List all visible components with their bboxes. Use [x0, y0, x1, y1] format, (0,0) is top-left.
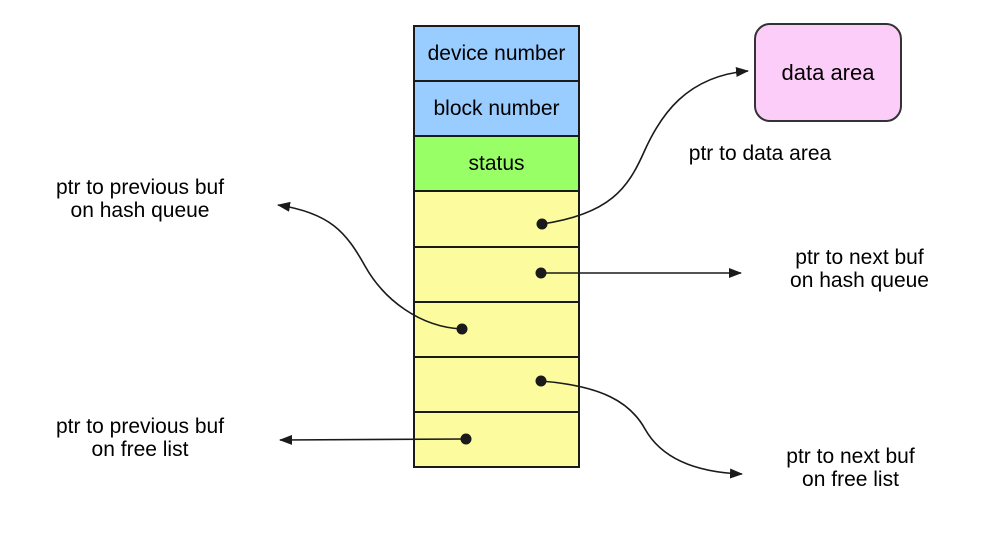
label-ptr-next-hash-queue: ptr to next buf on hash queue: [752, 246, 967, 292]
label-line: on hash queue: [790, 269, 929, 292]
label-ptr-prev-free-list: ptr to previous buf on free list: [28, 415, 252, 461]
cell-ptr-slot-1: [415, 190, 578, 246]
cell-device-number: device number: [415, 27, 578, 81]
label-line: on hash queue: [70, 199, 210, 222]
label-line: ptr to previous buf: [55, 415, 225, 438]
label-ptr-prev-hash-queue: ptr to previous buf on hash queue: [28, 176, 252, 222]
data-area-label: data area: [781, 59, 875, 85]
cell-device-number-label: device number: [427, 41, 566, 65]
buffer-header-table: device number block number status: [413, 25, 580, 468]
data-area-box: data area: [754, 23, 902, 122]
label-line: on free list: [91, 438, 189, 461]
cell-ptr-slot-4: [415, 355, 578, 411]
label-line: ptr to previous buf: [55, 176, 225, 199]
label-line: ptr to next buf: [786, 445, 915, 468]
cell-block-number: block number: [415, 80, 578, 136]
label-line: on free list: [802, 468, 899, 491]
label-line: ptr to next buf: [795, 246, 924, 269]
label-line: ptr to data area: [688, 142, 832, 165]
cell-ptr-slot-5: [415, 410, 578, 466]
cell-ptr-slot-2: [415, 245, 578, 301]
cell-ptr-slot-3: [415, 300, 578, 356]
label-ptr-next-free-list: ptr to next buf on free list: [743, 445, 958, 491]
cell-block-number-label: block number: [433, 96, 560, 120]
cell-status: status: [415, 135, 578, 191]
label-ptr-to-data-area: ptr to data area: [655, 142, 865, 165]
cell-status-label: status: [468, 151, 525, 175]
